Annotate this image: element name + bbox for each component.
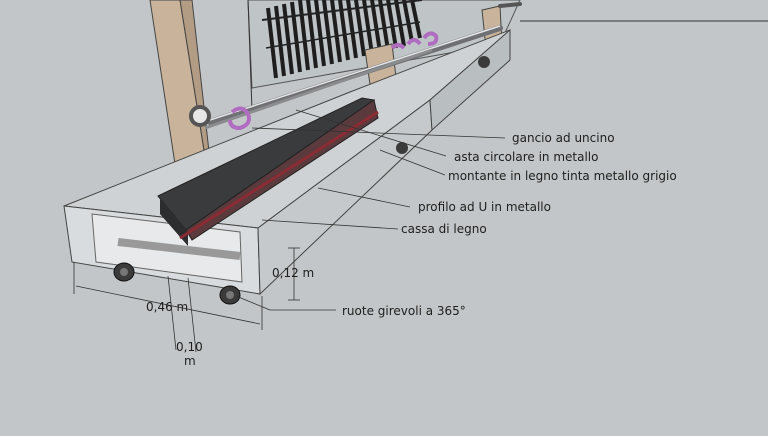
metal-rod <box>204 2 522 130</box>
dimension-thickness-value: 0,10 <box>176 340 203 354</box>
dimension-thickness-unit: m <box>184 354 196 368</box>
leader-lines <box>235 109 506 311</box>
label-u-profile: profilo ad U in metallo <box>418 200 551 214</box>
dimension-width: 0,46 m <box>146 300 189 314</box>
dimension-height: 0,12 m <box>272 266 315 280</box>
hooks <box>189 31 439 131</box>
label-rod: asta circolare in metallo <box>454 150 599 164</box>
label-upright: montante in legno tinta metallo grigio <box>448 169 677 183</box>
dimension-lines <box>73 247 300 353</box>
label-wheels: ruote girevoli a 365° <box>342 304 466 318</box>
label-hook: gancio ad uncino <box>512 131 615 145</box>
swivel-wheels <box>113 56 490 305</box>
label-wood-box: cassa di legno <box>401 222 487 236</box>
back-panel <box>247 0 521 89</box>
